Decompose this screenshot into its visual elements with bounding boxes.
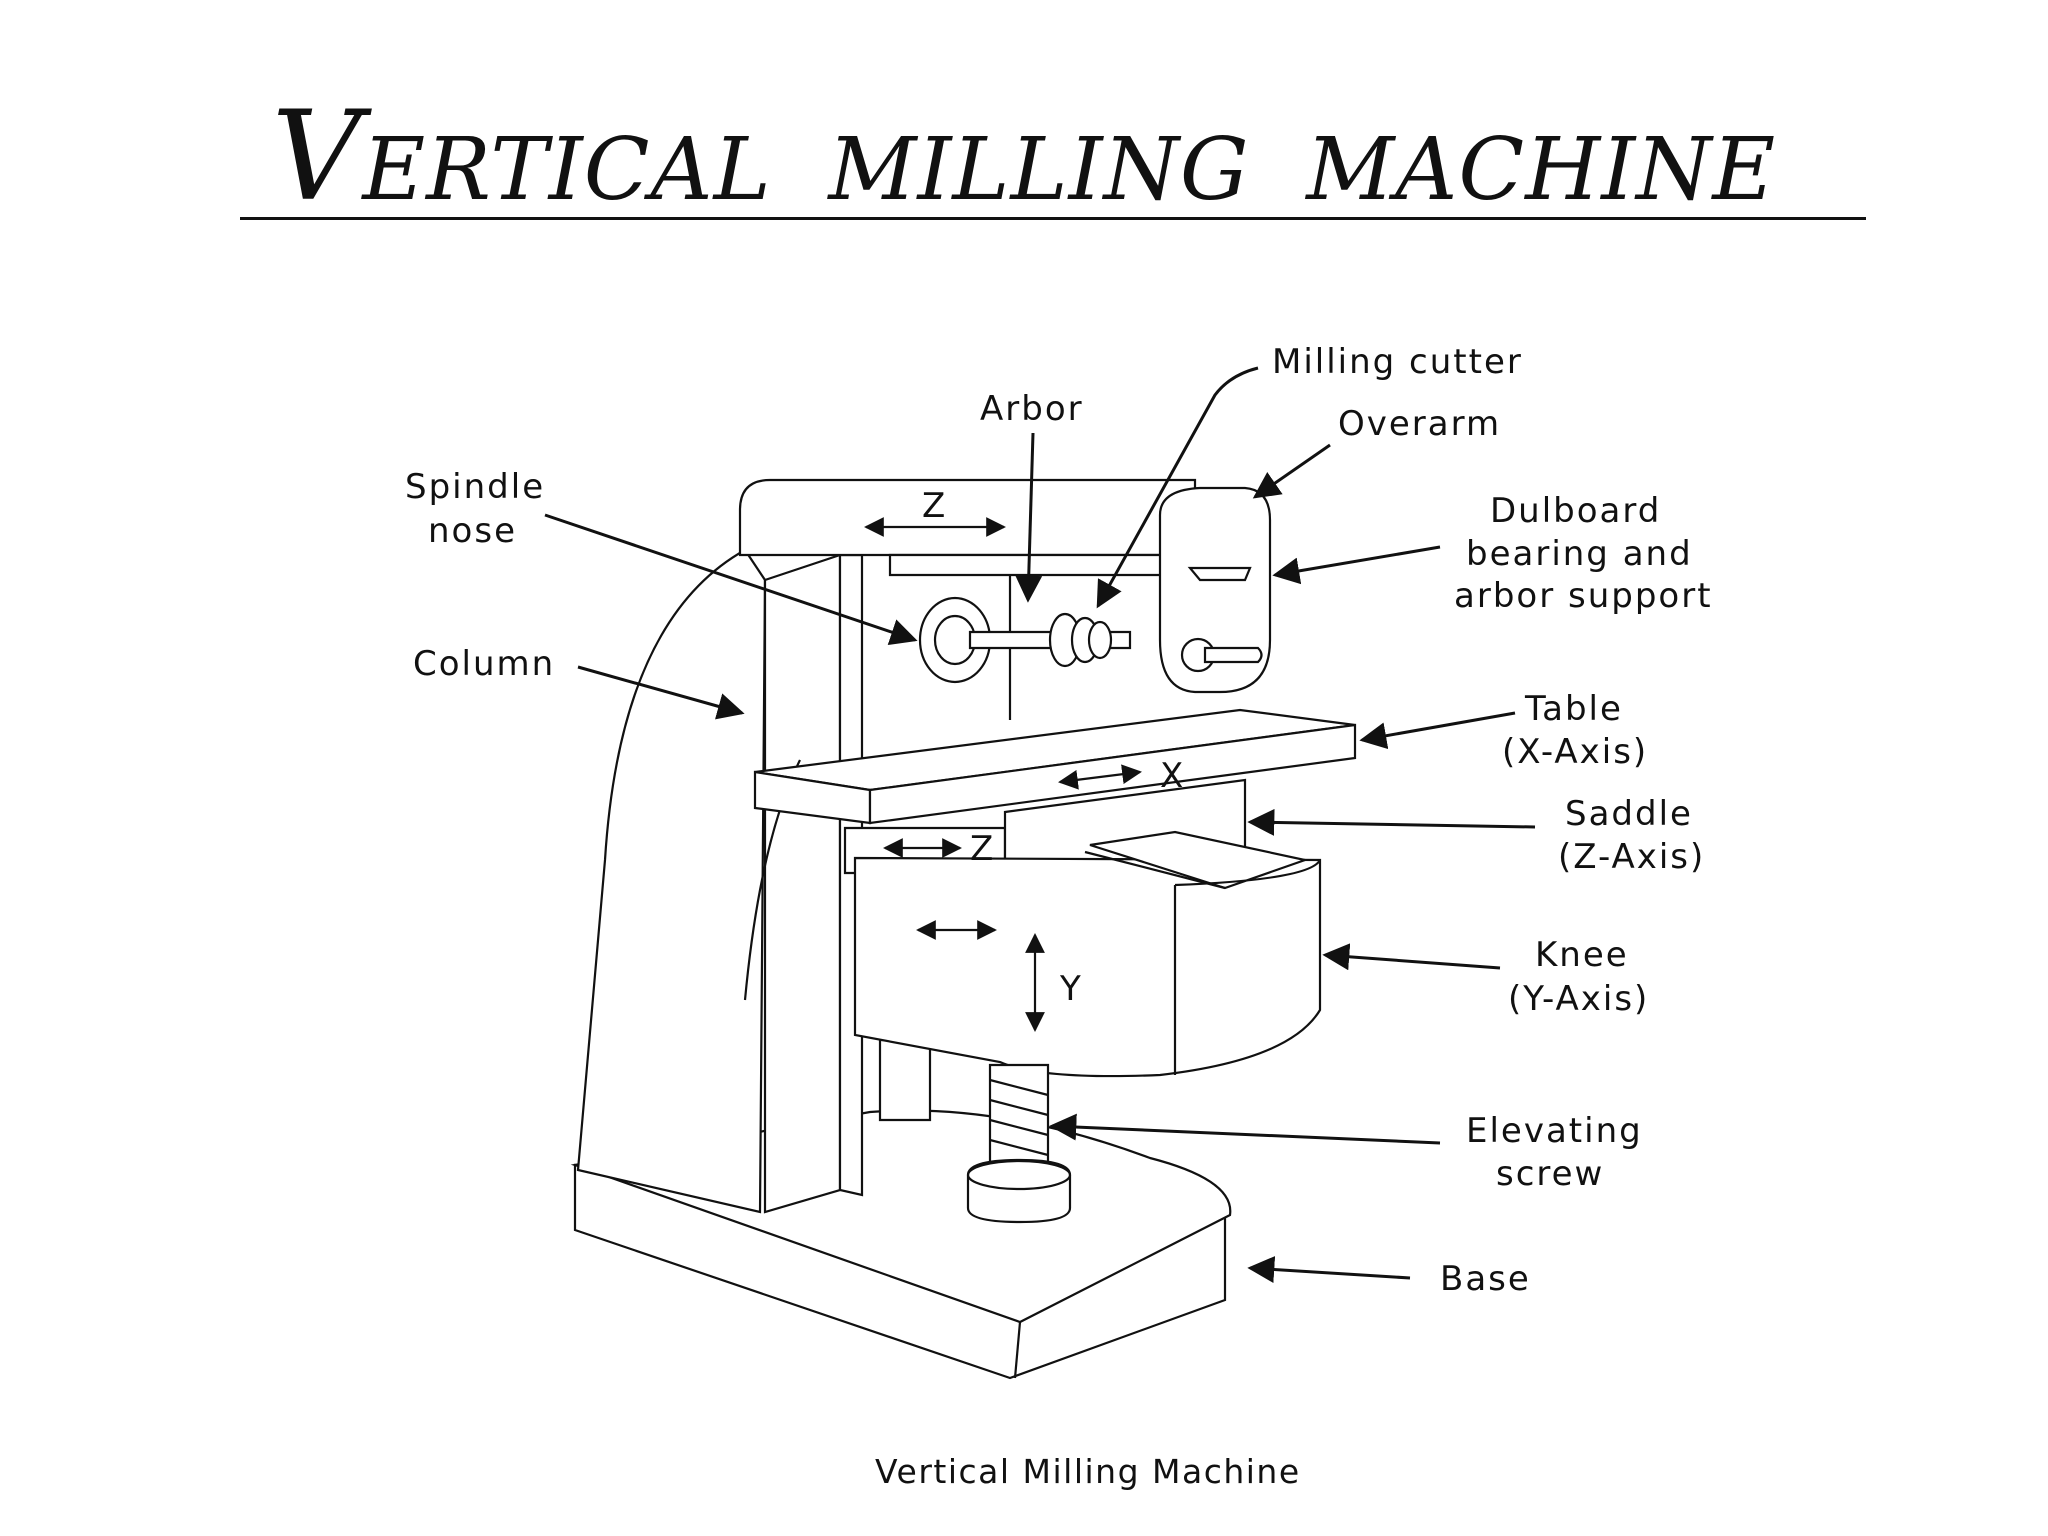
pointer-knee — [1322, 943, 1501, 971]
title-first-letter: V — [271, 85, 363, 229]
slide-title: VERTICAL MILLING MACHINE — [0, 95, 2048, 219]
elevating-screw-shape — [966, 1063, 1072, 1224]
pointer-saddle — [1247, 808, 1536, 836]
knee-shape — [853, 830, 1322, 1078]
pointer-overarm — [1252, 443, 1331, 499]
label-table-line1: Table — [1524, 689, 1623, 729]
axis-label-table-x: X — [1160, 756, 1183, 796]
label-dulboard-line2: bearing and — [1466, 534, 1693, 574]
label-spindle-nose-line2: nose — [428, 511, 517, 551]
label-spindle-nose-line1: Spindle — [405, 467, 545, 507]
spindle-arbor-shape — [918, 596, 1132, 684]
label-arbor: Arbor — [980, 389, 1084, 429]
label-elevating-screw-line1: Elevating — [1466, 1111, 1643, 1151]
label-milling-cutter: Milling cutter — [1272, 342, 1523, 382]
label-dulboard-line1: Dulboard — [1490, 491, 1661, 531]
label-table-line2: (X-Axis) — [1502, 732, 1648, 772]
label-base: Base — [1440, 1259, 1531, 1299]
pointer-base — [1247, 1256, 1411, 1283]
arbor-support-shape — [1158, 486, 1272, 694]
title-underline — [240, 217, 1866, 220]
label-elevating-screw-line2: screw — [1496, 1154, 1604, 1194]
label-knee-line2: (Y-Axis) — [1508, 979, 1649, 1019]
label-dulboard-line3: arbor support — [1454, 576, 1713, 616]
motion-arrows — [864, 517, 1142, 1032]
axis-label-knee-y: Y — [1059, 969, 1081, 1009]
label-overarm: Overarm — [1338, 404, 1501, 444]
pointer-arbor — [1015, 432, 1043, 603]
label-pointers — [544, 366, 1536, 1283]
label-saddle-line2: (Z-Axis) — [1558, 837, 1705, 877]
pointer-spindle-nose — [544, 513, 918, 646]
label-knee-line1: Knee — [1535, 935, 1629, 975]
label-saddle-line1: Saddle — [1565, 794, 1693, 834]
label-column: Column — [413, 644, 555, 684]
title-rest: ERTICAL MILLING MACHINE — [362, 120, 1777, 220]
pointer-arbor-support — [1272, 545, 1441, 585]
pointer-elevating-screw — [1049, 1113, 1441, 1145]
pointer-table — [1359, 711, 1516, 750]
diagram-caption: Vertical Milling Machine — [875, 1452, 1301, 1491]
axis-label-top-z: Z — [922, 486, 945, 526]
axis-label-saddle-z: Z — [970, 829, 993, 869]
pointer-column — [577, 665, 745, 720]
table-x-arrow — [1058, 764, 1142, 790]
pointer-milling-cutter — [1096, 366, 1259, 609]
